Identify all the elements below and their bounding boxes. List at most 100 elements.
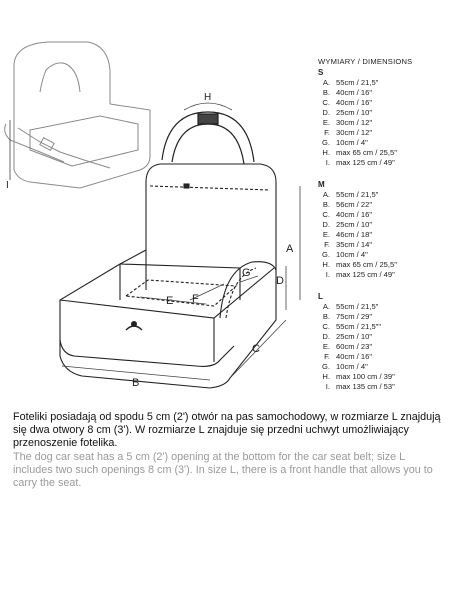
dimension-row: G.10cm / 4"	[318, 362, 448, 372]
dimension-letter: I.	[325, 270, 330, 279]
dimension-row: A. 55cm / 21,5"	[318, 78, 448, 88]
dimension-row: D. 25cm / 10"	[318, 220, 448, 230]
dimension-letter: G.	[321, 250, 330, 259]
dimensions-title: WYMIARY / DIMENSIONS	[318, 57, 413, 66]
inner-seat-back	[119, 263, 241, 300]
dimension-row: I.max 125 cm / 49"	[318, 270, 448, 280]
handle	[161, 111, 255, 165]
dimension-value: max 65 cm / 25,5"	[336, 260, 397, 269]
dimension-value: 60cm / 23"	[336, 342, 373, 351]
sketch-backrest	[13, 41, 111, 105]
dimension-value: 55cm / 21,5""	[336, 322, 382, 331]
dim-line-E	[139, 296, 207, 305]
size-label: S	[318, 68, 324, 77]
logo-patch	[125, 321, 143, 331]
dimension-value: 10cm / 4"	[336, 138, 368, 147]
dimension-row: H. max 65 cm / 25,5"	[318, 260, 448, 270]
dimension-value: max 100 cm / 39"	[336, 372, 395, 381]
sketch-base	[13, 103, 151, 189]
dimension-value: 75cm / 29"	[336, 312, 373, 321]
label-F: F	[192, 293, 199, 305]
dimension-row: G.10cm / 4"	[318, 250, 448, 260]
dimension-letter: G.	[321, 362, 330, 371]
dimension-value: max 65 cm / 25,5"	[336, 148, 397, 157]
dimension-row: C. 40cm / 16"	[318, 98, 448, 108]
dimension-letter: B.	[322, 200, 330, 209]
dimension-row: C. 40cm / 16"	[318, 210, 448, 220]
dimension-letter: D.	[322, 108, 330, 117]
dimension-lines	[61, 186, 301, 381]
dimension-row: B. 75cm / 29"	[318, 312, 448, 322]
dimension-letter: D.	[322, 220, 330, 229]
dimension-letter: I.	[325, 382, 330, 391]
dimension-H: H	[183, 92, 233, 111]
dimension-row: D. 25cm / 10"	[318, 108, 448, 118]
dimension-letter: I.	[325, 158, 330, 167]
dimension-letter: B.	[322, 312, 330, 321]
dimension-row: I. max 135 cm / 53"	[318, 382, 448, 392]
dimension-letter: A.	[322, 190, 330, 199]
dimension-letter: C.	[322, 98, 330, 107]
dimension-value: max 135 cm / 53"	[336, 382, 395, 391]
dimension-value: 25cm / 10"	[336, 108, 373, 117]
description: Foteliki posiadają od spodu 5 cm (2') ot…	[13, 411, 443, 490]
dim-line-C	[231, 319, 287, 377]
label-E: E	[166, 295, 173, 307]
dimension-row: A.55cm / 21,5"	[318, 302, 448, 312]
dimension-value: 55cm / 21,5"	[336, 78, 379, 87]
dimension-letter: D.	[322, 332, 330, 341]
dimension-value: 40cm / 16"	[336, 88, 373, 97]
dimension-value: 35cm / 14"	[336, 240, 373, 249]
label-G: G	[242, 267, 251, 279]
dimension-value: 40cm / 16"	[336, 98, 373, 107]
handle-grip	[197, 113, 219, 125]
dimension-letter: C.	[322, 210, 330, 219]
side-cushion	[219, 261, 277, 319]
sketch-strap	[17, 127, 111, 169]
backrest-top-stitch	[149, 185, 271, 191]
side-cushion-stitch	[225, 267, 257, 319]
dimension-value: 30cm / 12"	[336, 128, 373, 137]
dimension-row: H. max 65 cm / 25,5"	[318, 148, 448, 158]
dim-line-F	[189, 283, 225, 301]
dimension-row: H. max 100 cm / 39"	[318, 372, 448, 382]
dimension-letter: B.	[322, 88, 330, 97]
dimension-value: 40cm / 16"	[336, 210, 373, 219]
size-label: L	[318, 292, 323, 301]
backrest-outline	[145, 163, 277, 270]
label-B: B	[132, 377, 139, 389]
dimension-row: E. 46cm / 18"	[318, 230, 448, 240]
description-english: The dog car seat has a 5 cm (2') opening…	[13, 451, 433, 489]
dimension-letter: A.	[322, 78, 330, 87]
backrest-tag	[183, 183, 190, 189]
dimension-letter: H.	[322, 260, 330, 269]
dimension-value: 55cm / 21,5"	[336, 302, 379, 311]
sketch-backrest-inner	[39, 62, 81, 93]
dimension-letter: E.	[322, 230, 330, 239]
dimension-letter: H.	[322, 372, 330, 381]
dog-car-seat-diagram: I H	[4, 41, 301, 389]
main-seat	[59, 163, 277, 389]
label-H: H	[204, 92, 211, 103]
dimension-value: 25cm / 10"	[336, 332, 373, 341]
dimension-value: 46cm / 18"	[336, 230, 373, 239]
description-polish: Foteliki posiadają od spodu 5 cm (2') ot…	[13, 411, 441, 449]
dim-line-B	[61, 365, 211, 381]
dimension-row: C.55cm / 21,5""	[318, 322, 448, 332]
seat-sketch	[4, 41, 151, 189]
dimension-row: E.60cm / 23"	[318, 342, 448, 352]
dimension-letter: F.	[324, 128, 330, 137]
sketch-strap-buckle	[39, 136, 55, 152]
dimension-value: 25cm / 10"	[336, 220, 373, 229]
size-label: M	[318, 180, 325, 189]
dimension-row: F. 30cm / 12"	[318, 128, 448, 138]
dimension-letter: G.	[321, 138, 330, 147]
base-bottom	[59, 270, 277, 389]
dimension-letter: H.	[322, 148, 330, 157]
dimension-value: 55cm / 21,5"	[336, 190, 379, 199]
